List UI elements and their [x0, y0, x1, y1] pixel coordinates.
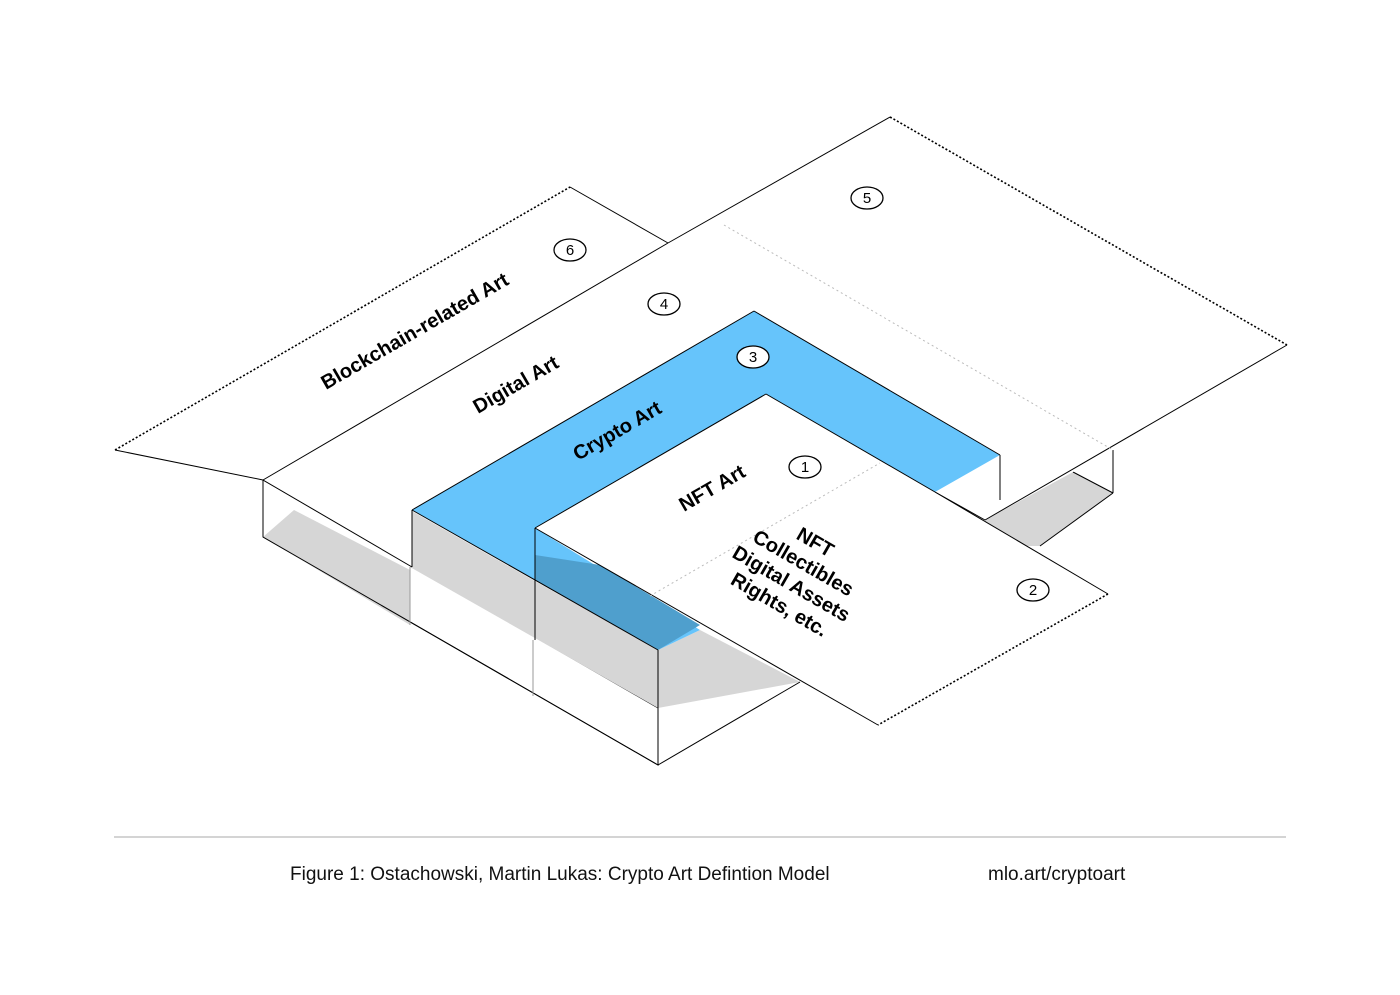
blockchain-sheet — [115, 187, 668, 480]
badge-4: 4 — [647, 292, 681, 316]
svg-text:2: 2 — [1029, 582, 1037, 599]
badge-6: 6 — [553, 238, 587, 262]
lower-slab — [262, 479, 801, 766]
badge-1: 1 — [788, 455, 822, 479]
crypto-band-top — [412, 311, 1000, 580]
crypto-layer — [411, 310, 1001, 708]
lower-slab-shadow-band — [410, 510, 800, 708]
crypto-band-shade — [535, 555, 700, 650]
svg-text:4: 4 — [660, 296, 668, 313]
lower-slab-shadow-top — [263, 510, 410, 625]
badge-3: 3 — [736, 345, 770, 369]
nft-sheet — [535, 394, 1108, 725]
source-link[interactable]: mlo.art/cryptoart — [988, 864, 1126, 885]
right-slab-shadow — [985, 472, 1113, 546]
digital-sheet — [263, 117, 1287, 567]
blockchain-layer — [114, 186, 669, 481]
svg-text:6: 6 — [566, 242, 574, 259]
svg-text:3: 3 — [749, 349, 757, 366]
svg-text:1: 1 — [801, 459, 809, 476]
nft-layer — [534, 393, 1109, 726]
badge-5: 5 — [850, 186, 884, 210]
digital-layer — [262, 116, 1288, 568]
badge-2: 2 — [1016, 578, 1050, 602]
figure-caption: Figure 1: Ostachowski, Martin Lukas: Cry… — [290, 864, 830, 885]
svg-text:5: 5 — [863, 190, 871, 207]
